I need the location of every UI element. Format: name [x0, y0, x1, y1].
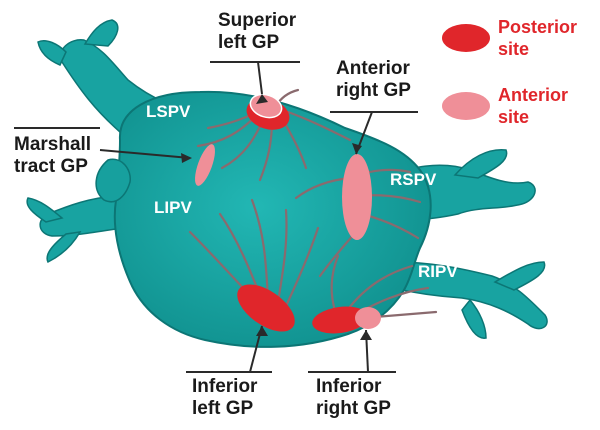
superior-left-gp-label: Superior left GP	[218, 10, 296, 54]
legend-swatch-anterior	[442, 92, 490, 120]
ripv-branch-2	[462, 300, 486, 338]
inferior-left-gp-label-line1: Inferior	[192, 376, 257, 398]
inferior-left-gp-label: Inferior left GP	[192, 376, 257, 420]
rspv-branch	[455, 150, 507, 178]
anterior-right-gp-label-line2: right GP	[336, 80, 411, 102]
superior-left-gp-label-line2: left GP	[218, 32, 296, 54]
anterior-right-gp-label-line1: Anterior	[336, 58, 411, 80]
legend-label-anterior-line1: Anterior	[498, 84, 568, 106]
legend-label-posterior: Posterior site	[498, 16, 577, 60]
anterior-right-gp-label: Anterior right GP	[336, 58, 411, 102]
inferior-right-gp-anterior	[355, 307, 381, 329]
inferior-right-gp-label: Inferior right GP	[316, 376, 391, 420]
lspv-branch	[85, 20, 118, 46]
legend-label-anterior: Anterior site	[498, 84, 568, 128]
marshall-tract-gp-label-line1: Marshall	[14, 134, 91, 156]
inferior-right-gp-label-line1: Inferior	[316, 376, 391, 398]
legend-label-posterior-line2: site	[498, 38, 577, 60]
legend-swatch-posterior	[442, 24, 490, 52]
lspv-branch-2	[38, 41, 66, 65]
arrowhead-inferior-right	[360, 330, 372, 340]
legend-label-posterior-line1: Posterior	[498, 16, 577, 38]
marshall-tract-gp-label: Marshall tract GP	[14, 134, 91, 178]
anterior-right-gp	[342, 154, 372, 240]
lspv-label: LSPV	[146, 102, 190, 122]
legend-label-anterior-line2: site	[498, 106, 568, 128]
ripv-label: RIPV	[418, 262, 458, 282]
lipv-label: LIPV	[154, 198, 192, 218]
superior-left-gp-label-line1: Superior	[218, 10, 296, 32]
inferior-right-gp-label-line2: right GP	[316, 398, 391, 420]
marshall-tract-gp-label-line2: tract GP	[14, 156, 91, 178]
rspv-label: RSPV	[390, 170, 436, 190]
ripv-branch	[495, 262, 545, 290]
inferior-left-gp-label-line2: left GP	[192, 398, 257, 420]
